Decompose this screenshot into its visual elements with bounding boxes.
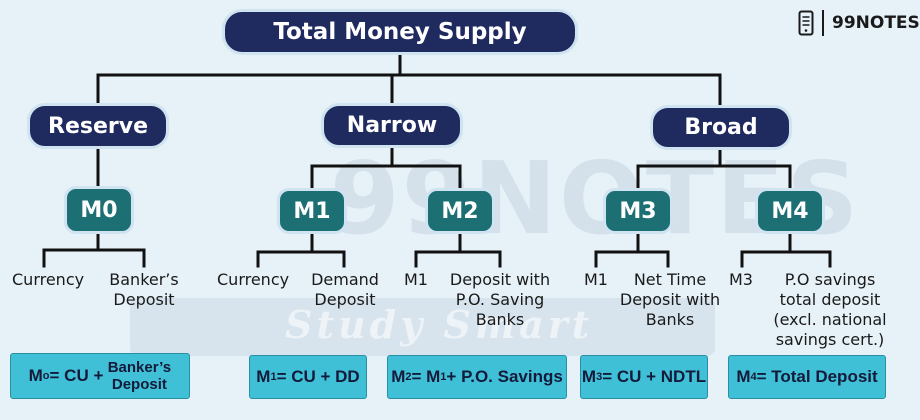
formula-subscript: 4	[750, 371, 757, 383]
formula-term-text: Banker’s Deposit	[107, 359, 172, 393]
formula-subscript: 1	[440, 371, 447, 383]
component-label: M3	[729, 270, 753, 289]
formula-symbol: M	[391, 367, 406, 386]
component-label: M1	[404, 270, 428, 289]
component-label: Demand Deposit	[311, 270, 379, 309]
component-label: Net Time Deposit with Banks	[619, 270, 721, 329]
watermark-tagline: Study Smart	[285, 302, 594, 347]
measure-m4: M4	[755, 188, 825, 234]
logo-text: 99NOTES	[832, 13, 920, 33]
formula-expression: = M	[411, 367, 441, 386]
formula-subscript: 3	[596, 371, 603, 383]
category-broad: Broad	[650, 105, 792, 150]
formula-subscript: 1	[270, 371, 277, 383]
category-reserve: Reserve	[27, 103, 169, 149]
root-node: Total Money Supply	[222, 9, 578, 55]
formula-expression: = CU + DD	[276, 367, 360, 386]
category-narrow: Narrow	[321, 103, 463, 148]
phone-notes-icon	[798, 10, 814, 36]
formula-symbol: M	[28, 366, 43, 385]
formula-expression: = CU +	[49, 366, 104, 385]
logo-divider	[822, 10, 824, 36]
formula-term: + P.O. Savings	[446, 367, 563, 386]
component-label: Currency	[12, 270, 85, 289]
component-label: Currency	[217, 270, 290, 289]
formula-subscript: 2	[405, 371, 412, 383]
money-supply-diagram: 99NOTES Study Smart	[10, 9, 920, 399]
brand-logo: 99NOTES	[798, 10, 920, 36]
component-label: Deposit with P.O. Saving Banks	[449, 270, 551, 329]
measure-m0: M0	[64, 186, 134, 234]
watermark-band	[130, 298, 715, 356]
formula-symbol: M	[581, 367, 597, 386]
measure-m3: M3	[603, 188, 673, 234]
formula-symbol: M	[256, 367, 271, 386]
formula-expression: = Total Deposit	[756, 367, 878, 386]
component-label: Banker’s Deposit	[109, 270, 179, 309]
measure-m2: M2	[425, 188, 495, 234]
component-label: M1	[584, 270, 608, 289]
connector-lines	[42, 53, 832, 268]
formula-symbol: M	[736, 367, 751, 386]
formula-term: Banker’s Deposit	[107, 359, 171, 393]
measure-m1: M1	[277, 188, 347, 234]
formula-expression: = CU + NDTL	[602, 367, 707, 386]
formula-subscript: o	[42, 370, 50, 382]
component-label: P.O savings total deposit (excl. nationa…	[773, 270, 887, 349]
